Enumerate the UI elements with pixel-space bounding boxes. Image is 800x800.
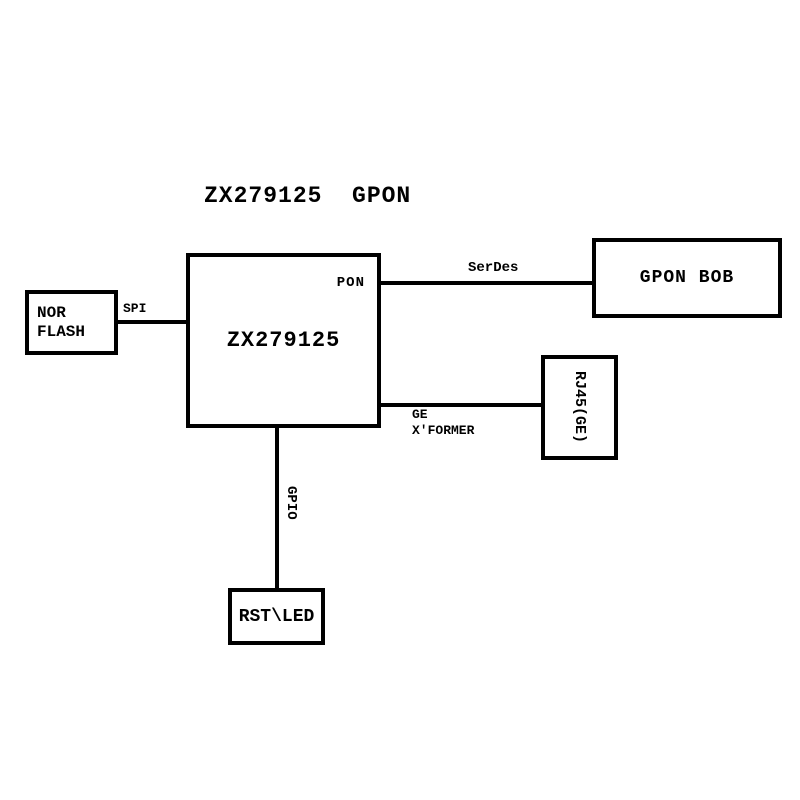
- serdes-connection-line: [381, 281, 592, 285]
- gpio-connection-line: [275, 428, 279, 588]
- rj45-label: RJ45(GE): [571, 371, 588, 444]
- rst-led-label: RST\LED: [238, 606, 315, 627]
- nor-flash-block: NOR FLASH: [25, 290, 118, 355]
- pon-pin-label: PON: [336, 275, 365, 291]
- spi-label: SPI: [123, 301, 147, 316]
- gpio-label: GPIO: [283, 486, 299, 520]
- xformer-label: X'FORMER: [412, 423, 475, 438]
- rst-led-block: RST\LED: [228, 588, 325, 645]
- spi-connection-line: [118, 320, 186, 324]
- nor-flash-label-line2: FLASH: [37, 322, 86, 341]
- main-chip-label: ZX279125: [226, 328, 341, 353]
- serdes-label: SerDes: [468, 260, 519, 276]
- nor-flash-label-line1: NOR: [37, 304, 66, 323]
- rj45-block: RJ45(GE): [541, 355, 618, 460]
- gpon-bob-label: GPON BOB: [639, 268, 735, 288]
- ge-label: GE: [412, 407, 428, 422]
- diagram-title: ZX279125 GPON: [204, 183, 412, 209]
- gpon-bob-block: GPON BOB: [592, 238, 782, 318]
- main-chip-block: PON ZX279125: [186, 253, 381, 428]
- ge-connection-line: [381, 403, 541, 407]
